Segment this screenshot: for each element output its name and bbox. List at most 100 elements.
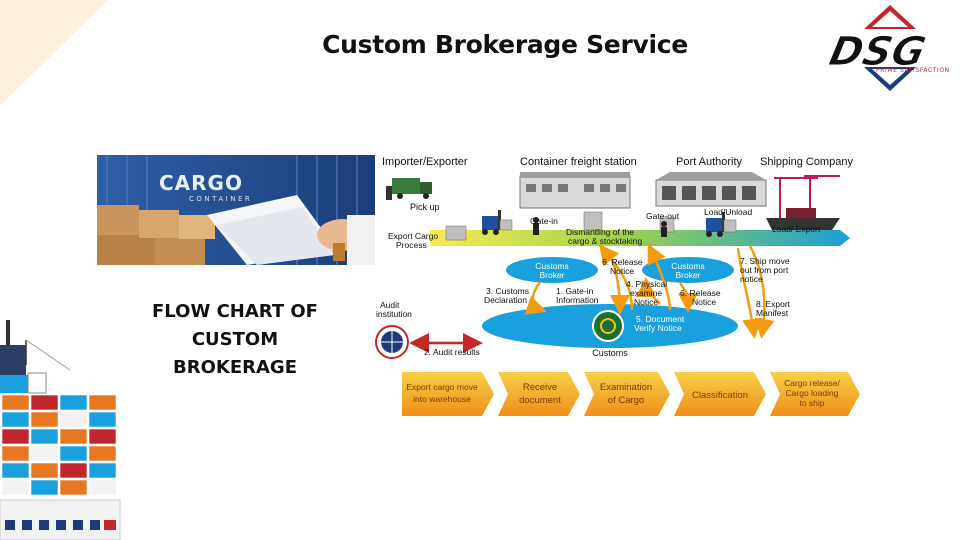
forklift-icon-1	[482, 210, 501, 235]
container-ship-illustration	[0, 320, 121, 540]
process-step-5-line-2: Cargo loading	[786, 388, 839, 398]
step-5-label-1: 5. Document	[636, 314, 685, 324]
audit-institution-emblem-icon	[375, 325, 409, 359]
shipping-container	[30, 428, 59, 445]
audit-label-2: institution	[376, 309, 412, 319]
customs-flow-diagram: Importer/Exporter Container freight stat…	[375, 156, 860, 416]
process-step-2: Receive document	[498, 372, 580, 416]
shipping-container	[1, 479, 30, 496]
step-5-label-2: Verify Notice	[634, 323, 682, 333]
step-7-label-3: notice	[740, 274, 763, 284]
step-6a-label-1: 6. Release	[602, 257, 643, 267]
ship-crane-icon	[774, 175, 840, 218]
export-process-label-1: Export Cargo	[388, 231, 438, 241]
shipping-container	[1, 462, 30, 479]
step-7-label-1: 7. Ship move	[740, 256, 790, 266]
shipping-container	[1, 445, 30, 462]
port-authority-building-icon	[655, 172, 767, 207]
shipping-container	[59, 411, 88, 428]
cargo-ship-icon	[766, 218, 840, 230]
freight-station-building-icon	[519, 172, 631, 209]
corner-decoration	[0, 0, 108, 106]
customs-emblem-icon	[592, 310, 624, 342]
header-importer: Importer/Exporter	[382, 156, 468, 168]
process-step-2-line-1: Receive	[523, 382, 557, 393]
step-8-label-2: Manifest	[756, 308, 789, 318]
load-export-label: Load/ Export	[772, 224, 821, 234]
gate-out-label: Gate-out	[646, 211, 680, 221]
caption-line-3: BROKERAGE	[173, 357, 297, 378]
process-step-1-line-1: Export cargo move	[406, 382, 478, 392]
step-4-label-1: 4. Physical	[626, 279, 667, 289]
step-7-label-2: out from port	[740, 265, 789, 275]
shipping-container	[88, 428, 117, 445]
step-1-label-1: 1. Gate-in	[556, 286, 594, 296]
shipping-container	[59, 462, 88, 479]
shipping-container	[88, 445, 117, 462]
shipping-container	[59, 445, 88, 462]
pick-up-label: Pick up	[410, 202, 440, 212]
header-shipping-company: Shipping Company	[760, 156, 853, 168]
broker-right-label-1: Customs	[671, 261, 705, 271]
step-4-label-2: examine	[630, 288, 662, 298]
forklift-icon-2	[706, 212, 725, 237]
shipping-container	[59, 428, 88, 445]
step-2-label: 2. Audit results	[424, 347, 480, 357]
shipping-container	[30, 394, 59, 411]
shipping-container	[88, 479, 117, 496]
process-step-3-line-1: Examination	[600, 382, 652, 393]
photo-sign-text: CARGO	[159, 171, 243, 195]
process-step-5-line-1: Cargo release/	[784, 378, 840, 388]
step-8-label-1: 8. Export	[756, 299, 791, 309]
dismantling-label-2: cargo & stocktaking	[568, 236, 642, 246]
shipping-container	[30, 445, 59, 462]
audit-label-1: Audit	[380, 300, 400, 310]
step-6b-label-1: 6. Release	[680, 288, 721, 298]
load-unload-label: Load/Unload	[704, 207, 752, 217]
process-step-5-line-3: to ship	[799, 398, 824, 408]
broker-left-label-1: Customs	[535, 261, 569, 271]
logo-slogan: PRIME SATISFACTION	[876, 67, 950, 74]
worker-icons	[533, 217, 667, 237]
gate-in-label: Gate-in	[530, 216, 558, 226]
logo-text: DSG	[825, 27, 930, 74]
shipping-container	[30, 462, 59, 479]
shipping-container	[1, 394, 30, 411]
process-step-3: Examination of Cargo	[584, 372, 670, 416]
process-step-5: Cargo release/ Cargo loading to ship	[770, 372, 860, 416]
header-port-authority: Port Authority	[676, 156, 743, 168]
shipping-container	[88, 462, 117, 479]
step-3-label-2: Declaration	[484, 295, 527, 305]
caption-line-2: CUSTOM	[191, 329, 279, 350]
dismantling-label-1: Dismantling of the	[566, 227, 634, 237]
dsg-logo-graphic: DSG	[825, 5, 931, 91]
flow-chart-caption: FLOW CHART OF CUSTOM BROKERAGE	[150, 298, 320, 382]
step-6a-label-2: Notice	[610, 266, 634, 276]
process-step-1-line-2: into warehouse	[413, 394, 471, 404]
export-process-label-2: Process	[396, 240, 427, 250]
process-step-4-line-1: Classification	[692, 390, 748, 401]
shipping-container	[1, 428, 30, 445]
slide-title: Custom Brokerage Service	[322, 30, 688, 59]
truck-icon	[386, 178, 432, 200]
step-6b-label-2: Notice	[692, 297, 716, 307]
cargo-container-photo: CARGO CONTAINER	[97, 155, 375, 265]
customs-broker-left	[506, 257, 598, 283]
shipping-container	[88, 394, 117, 411]
caption-line-1: FLOW CHART OF	[152, 301, 318, 322]
container-stack	[1, 394, 117, 496]
shipping-container	[1, 411, 30, 428]
step-1-label-2: Information	[556, 295, 599, 305]
process-step-4: Classification	[674, 372, 766, 416]
shipping-container	[30, 479, 59, 496]
process-step-1: Export cargo move into warehouse	[402, 372, 494, 416]
shipping-container	[59, 479, 88, 496]
shipping-container	[59, 394, 88, 411]
step-3-label-1: 3. Customs	[486, 286, 529, 296]
dsg-logo: DSG	[820, 5, 960, 93]
header-freight-station: Container freight station	[520, 156, 637, 168]
broker-right-label-2: Broker	[675, 270, 700, 280]
photo-graphic	[97, 155, 375, 265]
customs-label: Customs	[592, 348, 628, 358]
shipping-container	[30, 411, 59, 428]
